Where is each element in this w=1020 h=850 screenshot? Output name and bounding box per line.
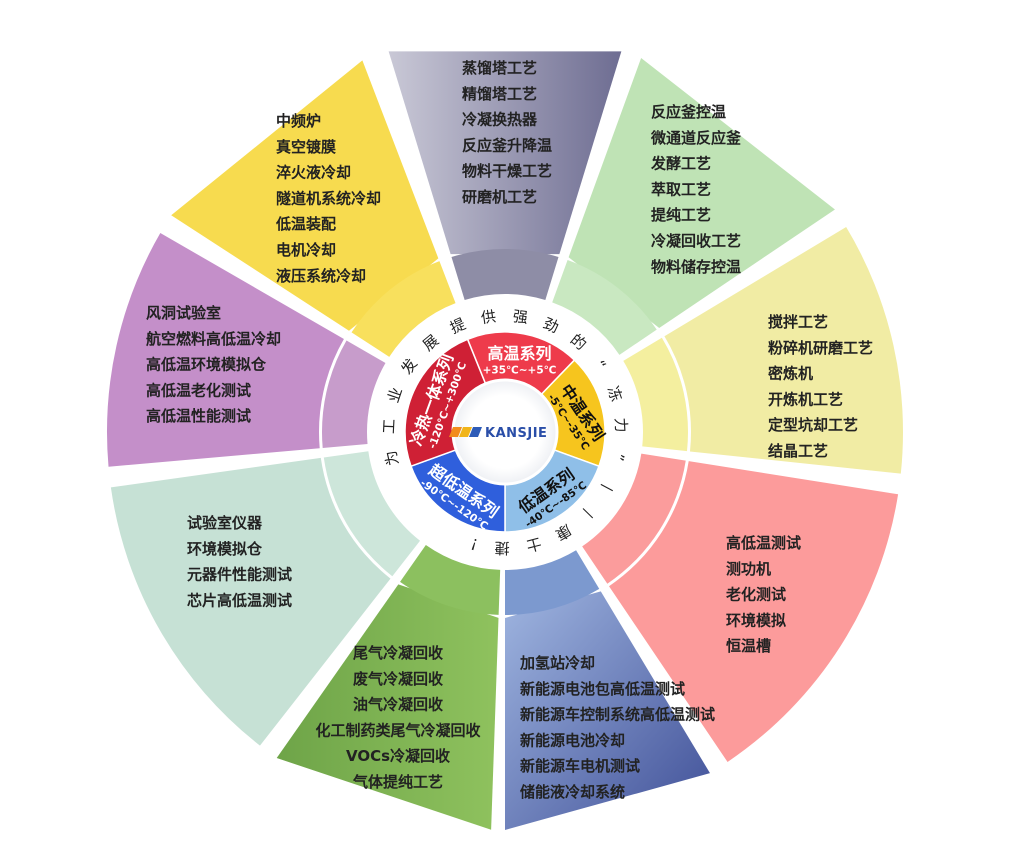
item-hardware: 液压系统冷却 [276,267,366,285]
slogan-char: 工 [380,418,399,434]
item-pharma: 微通道反应釜 [650,129,742,147]
item-aerospace: 航空燃料高低温冷却 [146,330,281,348]
industry-label-ring [322,248,688,615]
industry-label-sector-pharma [552,260,657,355]
item-hardware: 中频炉 [276,112,321,130]
sector-aerospace [106,233,344,467]
item-petrochemical: 反应釜升降温 [462,136,552,154]
item-hardware: 真空镀膜 [276,138,336,156]
item-new-material: 开炼机工艺 [768,390,843,408]
item-new-material: 结晶工艺 [768,442,828,460]
logo-stripe-icon [459,427,472,437]
sector-testing [609,461,899,762]
item-environmental: VOCs冷凝回收 [346,747,450,765]
series-name: 高温系列 [487,344,551,363]
item-pharma: 冷凝回收工艺 [651,232,741,250]
item-testing: 高低温测试 [726,534,801,552]
item-electronics: 元器件性能测试 [187,566,292,584]
item-electronics: 芯片高低温测试 [187,591,292,609]
item-testing: 测功机 [726,560,771,578]
logo-text: KANSJIE [485,426,547,441]
item-new-material: 粉碎机研磨工艺 [768,339,873,357]
item-new-material: 搅拌工艺 [768,313,828,331]
item-environmental: 化工制药类尾气冷凝回收 [315,721,480,739]
slogan-char: 提 [447,315,468,338]
item-electronics: 试验室仪器 [187,514,263,532]
industry-label-sector-electronics [323,451,421,577]
item-environmental: 油气冷凝回收 [353,696,443,714]
slogan-char: 强 [512,307,529,327]
item-aerospace: 风洞试验室 [146,304,221,322]
item-petrochemical: 研磨机工艺 [462,188,537,206]
sector-environmental [276,584,499,830]
item-hardware: 低温装配 [275,215,336,233]
slogan-char: 供 [480,307,497,327]
series-range: +35℃~+5℃ [483,364,557,376]
item-aerospace: 高低温环境模拟仓 [146,356,267,374]
item-environmental: 气体提纯工艺 [352,773,443,791]
slogan-char: 力 [611,417,630,433]
industry-label-sector-new-material [623,337,688,452]
item-hardware: 电机冷却 [276,241,336,259]
slogan-char: 士 [524,534,543,555]
item-new-energy: 新能源车电机测试 [520,757,640,775]
item-aerospace: 高低温性能测试 [146,407,251,425]
item-electronics: 环境模拟仓 [187,540,263,558]
slogan-char: ！ [461,532,481,554]
industry-label-sector-testing [582,453,686,584]
slogan-char: 冻 [604,384,626,404]
slogan-char: — [596,475,618,498]
industry-label-sector-hardware [351,261,456,357]
item-testing: 恒温槽 [726,637,771,655]
logo-stripe-icon [449,427,462,437]
slogan-char: ” [609,451,628,462]
item-pharma: 物料储存控温 [651,258,741,276]
industry-label-sector-environmental [400,545,501,615]
item-new-energy: 加氢站冷却 [519,654,595,672]
slogan-char: 为 [382,449,403,468]
sector-electronics [110,457,391,746]
item-new-energy: 储能液冷却系统 [520,783,625,801]
item-petrochemical: 蒸馏塔工艺 [462,59,537,77]
item-new-material: 定型坑却工艺 [768,416,858,434]
item-pharma: 反应釜控温 [651,103,726,121]
item-environmental: 废气冷凝回收 [353,670,443,688]
sector-new-energy [505,591,710,830]
item-petrochemical: 物料干燥工艺 [462,162,552,180]
logo-stripe-icon [469,427,482,437]
item-pharma: 萃取工艺 [651,180,711,198]
industry-label-sector-aerospace [322,340,386,448]
sector-petrochemical [388,51,622,255]
item-new-energy: 新能源电池冷却 [520,731,625,749]
item-hardware: 隧道机系统冷却 [276,189,381,207]
item-pharma: 发酵工艺 [650,155,711,173]
item-hardware: 淬火液冷却 [276,164,351,182]
sector-hardware [171,60,439,331]
slogan: 为工业发展提供强劲的“冻力”——康士捷！ [380,307,630,557]
item-petrochemical: 精馏塔工艺 [462,85,537,103]
slogan-char: 捷 [494,539,509,557]
item-new-material: 密炼机 [768,365,813,383]
slogan-char: 劲 [541,314,562,336]
sector-pharma [568,58,835,328]
item-testing: 老化测试 [725,586,786,604]
kansjie-logo: KANSJIE [449,426,547,441]
item-pharma: 提纯工艺 [651,206,711,224]
industry-label-sector-new-energy [505,550,600,615]
item-new-energy: 新能源车控制系统高低温测试 [520,706,715,724]
item-testing: 环境模拟 [726,611,786,629]
item-new-energy: 新能源电池包高低温测试 [520,680,685,698]
item-aerospace: 高低温老化测试 [146,381,251,399]
slogan-char: 业 [384,385,406,405]
item-environmental: 尾气冷凝回收 [353,644,443,662]
item-petrochemical: 冷凝换热器 [462,111,538,129]
industry-label-sector-petrochemical [451,248,559,301]
sector-new-material [664,227,903,474]
